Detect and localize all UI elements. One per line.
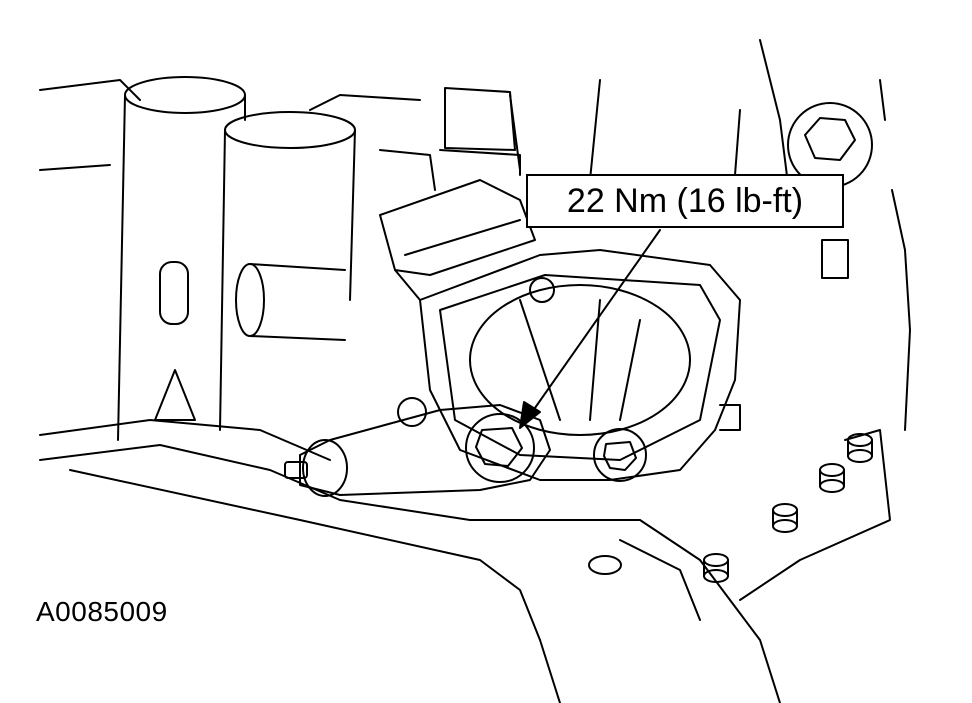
lever-arm (284, 397, 647, 497)
torque-callout: 22 Nm (16 lb-ft) (526, 174, 844, 228)
cylinder-tubes (117, 76, 356, 441)
actuator-housing (419, 249, 741, 481)
right-flange-bolts (588, 102, 891, 601)
callout-leader-arrow (519, 229, 661, 429)
figure-id-label: A0085009 (36, 596, 168, 627)
engine-block-outline (39, 39, 911, 703)
sensor-connector (379, 87, 536, 301)
stud-bolts (703, 433, 873, 583)
